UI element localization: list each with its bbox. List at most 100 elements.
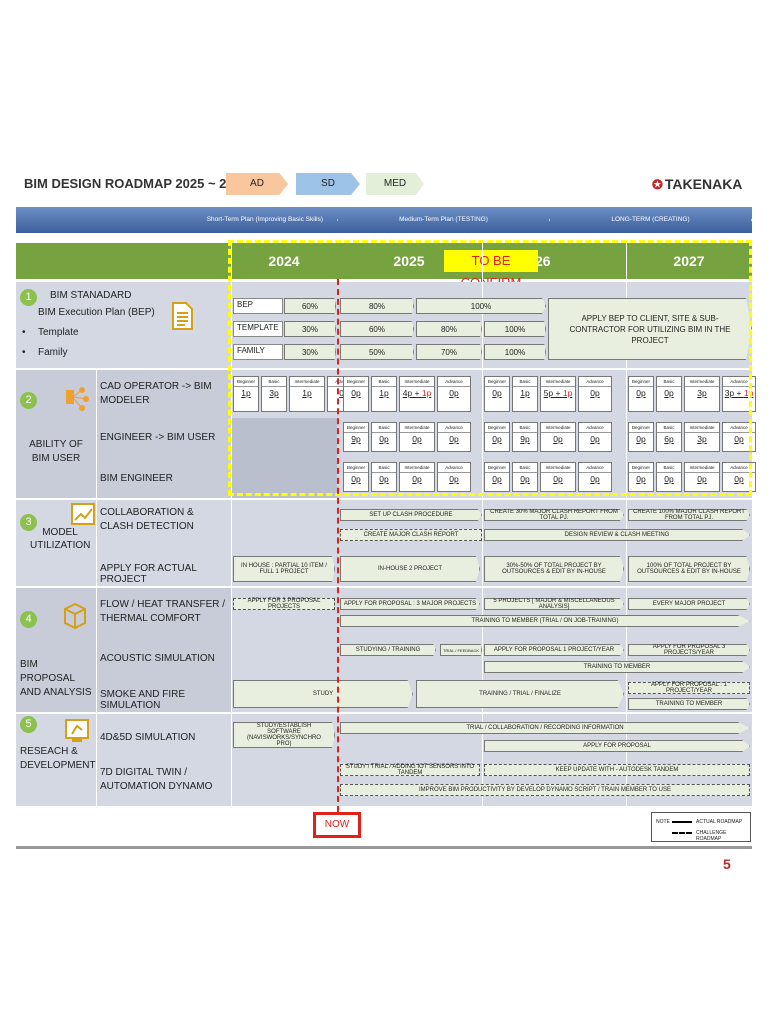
skill-count: 0p	[351, 474, 361, 484]
skill-count: 1p	[241, 388, 251, 398]
skill-count: 3p	[697, 434, 707, 444]
iot-sensors-bar: STUDY / TRIAL / ADDING IOT SENSORS INTO …	[340, 764, 480, 776]
skill-level-header: Advance	[723, 377, 755, 387]
chart-icon	[71, 503, 95, 525]
skill-level-header: Advance	[438, 423, 470, 433]
logo: ✪TAKENAKA	[652, 176, 742, 193]
skill-level-value: 1p	[372, 387, 396, 400]
skill-level-header: Intermediate	[685, 377, 719, 387]
section4-number-icon: 4	[20, 611, 37, 628]
skill-count-challenge: 1p	[421, 388, 432, 398]
section1-title: BIM STANADARD	[50, 290, 132, 301]
skill-level-value: 0p	[541, 473, 575, 486]
skill-count: 0p	[553, 474, 563, 484]
section4-label-bg	[16, 588, 231, 712]
year-2027: 2027	[673, 253, 705, 269]
skill-level-header: Beginner	[344, 377, 368, 387]
skill-count: 0p	[412, 474, 422, 484]
skill-level-value: 0p	[372, 473, 396, 486]
skill-count-challenge: 1p	[743, 388, 754, 398]
skill-level-value: 0p	[438, 473, 470, 486]
now-line	[337, 279, 339, 812]
dashed-line-icon	[672, 832, 692, 834]
skill-level-value: 9p	[513, 433, 537, 446]
skill-count: 0p	[449, 434, 459, 444]
skill-level-value: 0p	[579, 433, 611, 446]
skill-level-value: 0p	[579, 387, 611, 400]
trial-feedback-bar: TRIAL / FEEDBACK	[440, 644, 482, 656]
skill-level-value: 0p	[513, 473, 537, 486]
to-be-confirm-region	[228, 240, 752, 496]
skill-level-header: Intermediate	[290, 377, 324, 387]
section2-title: ABILITY OF BIM USER	[29, 439, 83, 464]
skill-count: 6p	[664, 434, 674, 444]
bep-2025: 80%	[340, 298, 414, 314]
skill-level-value: 3p	[685, 433, 719, 446]
skill-level-value: 0p	[579, 473, 611, 486]
template-2024: 30%	[284, 321, 336, 337]
skill-count: 0p	[492, 474, 502, 484]
smoke-training-bar: TRAINING TO MEMBER	[628, 698, 750, 710]
family-2025b: 70%	[416, 344, 482, 360]
skill-level-header: Advance	[579, 423, 611, 433]
outsource-100-bar: 100% OF TOTAL PROJECT BY OUTSOURCES & ED…	[628, 556, 750, 582]
section2-number-icon: 2	[20, 392, 37, 409]
section1-item-family: Family	[38, 347, 68, 358]
row-acoustic-label: ACOUSTIC SIMULATION	[100, 653, 215, 664]
skill-level-value: 0p	[372, 433, 396, 446]
divider	[626, 243, 627, 806]
clash-100-bar: CREATE 100% MAJOR CLASH REPORT FROM TOTA…	[628, 509, 750, 521]
year-bar	[16, 243, 752, 279]
phase-long-term: LONG-TERM (CREATING)	[550, 207, 752, 233]
row-apply-project-label: APPLY FOR ACTUAL PROJECT	[100, 563, 197, 585]
smoke-trial-bar: TRAINING / TRIAL / FINALIZE	[416, 680, 624, 708]
section1-number-icon: 1	[20, 289, 37, 306]
skill-level-header: Intermediate	[541, 463, 575, 473]
box-icon	[64, 602, 86, 630]
skill-count: 5p +	[543, 388, 563, 398]
skill-count: 1p	[302, 388, 312, 398]
skill-level-header: Intermediate	[400, 423, 434, 433]
row-4d5d-label: 4D&5D SIMULATION	[100, 732, 196, 743]
bep-label: BEP	[233, 298, 283, 314]
skill-level-value: 3p	[685, 387, 719, 400]
acoustic-3-projects-bar: APPLY FOR PROPOSAL 3 PROJECTS/YEAR	[628, 644, 750, 656]
skill-count: 0p	[379, 434, 389, 444]
family-2026: 100%	[484, 344, 546, 360]
skill-level-value: 0p	[629, 473, 653, 486]
skill-level-header: Beginner	[344, 423, 368, 433]
skill-level-value: 0p	[629, 433, 653, 446]
skill-level-value: 0p	[438, 433, 470, 446]
skill-level-header: Basic	[657, 377, 681, 387]
in-house-partial-bar: IN HOUSE : PARTIAL 10 ITEM / FULL 1 PROJ…	[233, 556, 335, 582]
skill-level-value: 3p	[262, 387, 286, 400]
family-label: FAMILY	[233, 344, 283, 360]
legend-actual: ACTUAL ROADMAP	[696, 819, 743, 825]
skill-count: 4p +	[402, 388, 422, 398]
five-projects-bar: 5 PROJECTS [ MAJOR & MISCELLANEOUS ANALY…	[484, 598, 624, 610]
skill-level-value: 0p	[685, 473, 719, 486]
skill-count: 0p	[553, 434, 563, 444]
skill-level-value: 0p	[400, 473, 434, 486]
apply-proposal-bar: APPLY FOR PROPOSAL	[484, 740, 750, 752]
skill-level-value: 0p	[657, 387, 681, 400]
skill-count: 0p	[520, 474, 530, 484]
robot-arm-icon	[65, 719, 89, 742]
skill-count: 0p	[590, 474, 600, 484]
skill-level-header: Advance	[723, 463, 755, 473]
tag-med: MED	[366, 173, 424, 195]
